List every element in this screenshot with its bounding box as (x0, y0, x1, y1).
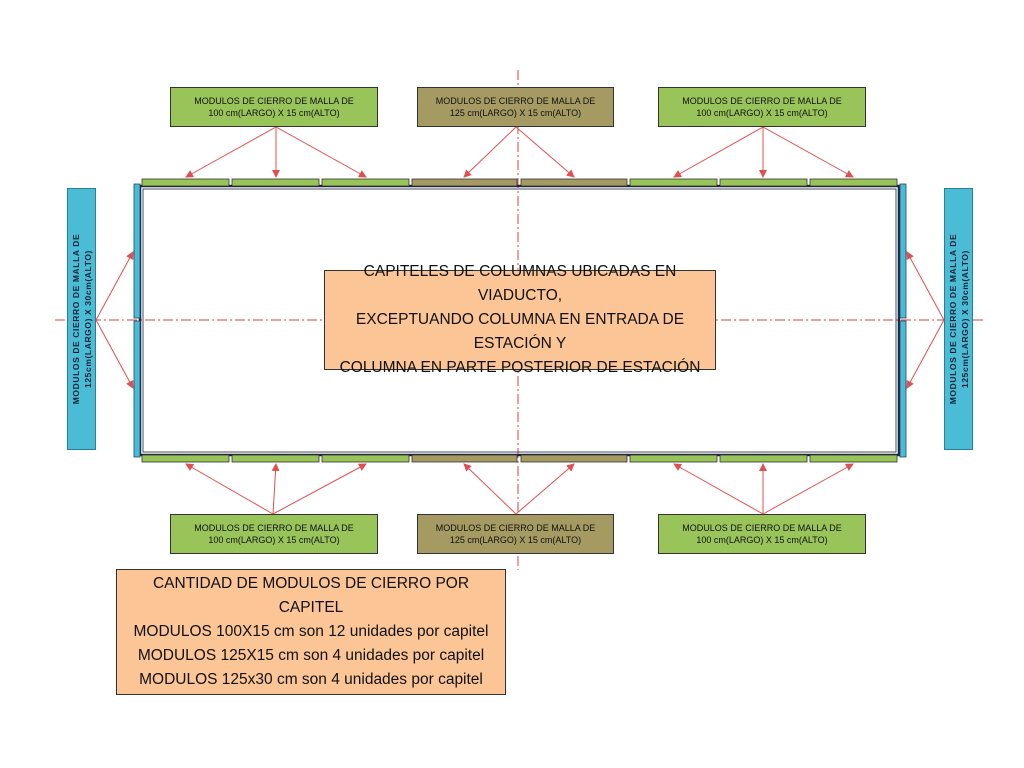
label-line: MODULOS DE CIERRO DE MALLA DE (70, 233, 81, 405)
module-125x15 (411, 454, 518, 463)
quantities-title: CANTIDAD DE MODULOS DE CIERRO POR CAPITE… (152, 575, 470, 616)
label-line: MODULOS DE CIERRO DE MALLA DE (435, 96, 596, 106)
module-100x15 (321, 178, 410, 187)
center-note: CAPITELES DE COLUMNAS UBICADAS EN VIADUC… (324, 263, 716, 376)
label-line: 125cm(LARGO) X 30cm(ALTO) (82, 250, 93, 388)
label-line: 125cm(LARGO) X 30cm(ALTO) (959, 250, 970, 388)
module-100x15 (141, 454, 230, 463)
module-125x30 (899, 183, 907, 319)
label-line: MODULOS DE CIERRO DE MALLA DE (947, 233, 958, 405)
label-left-side-text: MODULOS DE CIERRO DE MALLA DE 125cm(LARG… (70, 194, 94, 444)
label-bottom-left: MODULOS DE CIERRO DE MALLA DE 100 cm(LAR… (170, 514, 378, 554)
side-module-strips (133, 183, 907, 458)
quantities-line: MODULOS 100X15 cm son 12 unidades por ca… (133, 623, 489, 640)
label-line: 125 cm(LARGO) X 15 cm(ALTO) (449, 535, 582, 545)
label-line: MODULOS DE CIERRO DE MALLA DE (435, 523, 596, 533)
label-line: MODULOS DE CIERRO DE MALLA DE (682, 523, 842, 533)
label-bottom-right: MODULOS DE CIERRO DE MALLA DE 100 cm(LAR… (658, 514, 866, 554)
quantities-line: MODULOS 125x30 cm son 4 unidades por cap… (139, 671, 483, 688)
module-100x15 (231, 454, 320, 463)
label-line: 100 cm(LARGO) X 15 cm(ALTO) (696, 108, 828, 118)
label-line: MODULOS DE CIERRO DE MALLA DE (194, 96, 354, 106)
pointer-arrows (95, 126, 945, 515)
module-100x15 (231, 178, 320, 187)
module-100x15 (809, 178, 898, 187)
module-125x30 (899, 320, 907, 458)
quantities-box: CANTIDAD DE MODULOS DE CIERRO POR CAPITE… (116, 569, 506, 695)
label-top-left: MODULOS DE CIERRO DE MALLA DE 100 cm(LAR… (170, 87, 378, 127)
label-line: 100 cm(LARGO) X 15 cm(ALTO) (696, 535, 828, 545)
label-line: 100 cm(LARGO) X 15 cm(ALTO) (208, 108, 340, 118)
top-module-strip (141, 178, 898, 187)
label-top-right: MODULOS DE CIERRO DE MALLA DE 100 cm(LAR… (658, 87, 866, 127)
label-right-side: MODULOS DE CIERRO DE MALLA DE 125cm(LARG… (944, 188, 973, 450)
label-top-center: MODULOS DE CIERRO DE MALLA DE 125 cm(LAR… (417, 87, 614, 127)
module-100x15 (141, 178, 230, 187)
module-100x15 (719, 454, 808, 463)
module-100x15 (321, 454, 410, 463)
module-100x15 (629, 178, 718, 187)
center-note-line: EXCEPTUANDO COLUMNA EN ENTRADA DE ESTACI… (355, 311, 685, 352)
module-125x30 (133, 320, 141, 458)
center-note-line: COLUMNA EN PARTE POSTERIOR DE ESTACIÓN (339, 359, 701, 376)
label-line: 125 cm(LARGO) X 15 cm(ALTO) (449, 108, 582, 118)
module-125x15 (520, 178, 628, 187)
label-line: 100 cm(LARGO) X 15 cm(ALTO) (208, 535, 340, 545)
label-right-side-text: MODULOS DE CIERRO DE MALLA DE 125cm(LARG… (947, 194, 971, 444)
module-100x15 (629, 454, 718, 463)
label-bottom-center: MODULOS DE CIERRO DE MALLA DE 125 cm(LAR… (417, 514, 614, 554)
center-note-line: CAPITELES DE COLUMNAS UBICADAS EN VIADUC… (363, 263, 677, 304)
module-125x30 (133, 183, 141, 319)
capital-outline (138, 184, 901, 457)
quantities-line: MODULOS 125X15 cm son 4 unidades por cap… (137, 647, 485, 664)
module-125x15 (411, 178, 518, 187)
module-100x15 (809, 454, 898, 463)
label-left-side: MODULOS DE CIERRO DE MALLA DE 125cm(LARG… (67, 188, 96, 450)
label-line: MODULOS DE CIERRO DE MALLA DE (194, 523, 354, 533)
bottom-module-strip (141, 454, 898, 463)
label-line: MODULOS DE CIERRO DE MALLA DE (682, 96, 842, 106)
module-100x15 (719, 178, 808, 187)
module-125x15 (520, 454, 628, 463)
